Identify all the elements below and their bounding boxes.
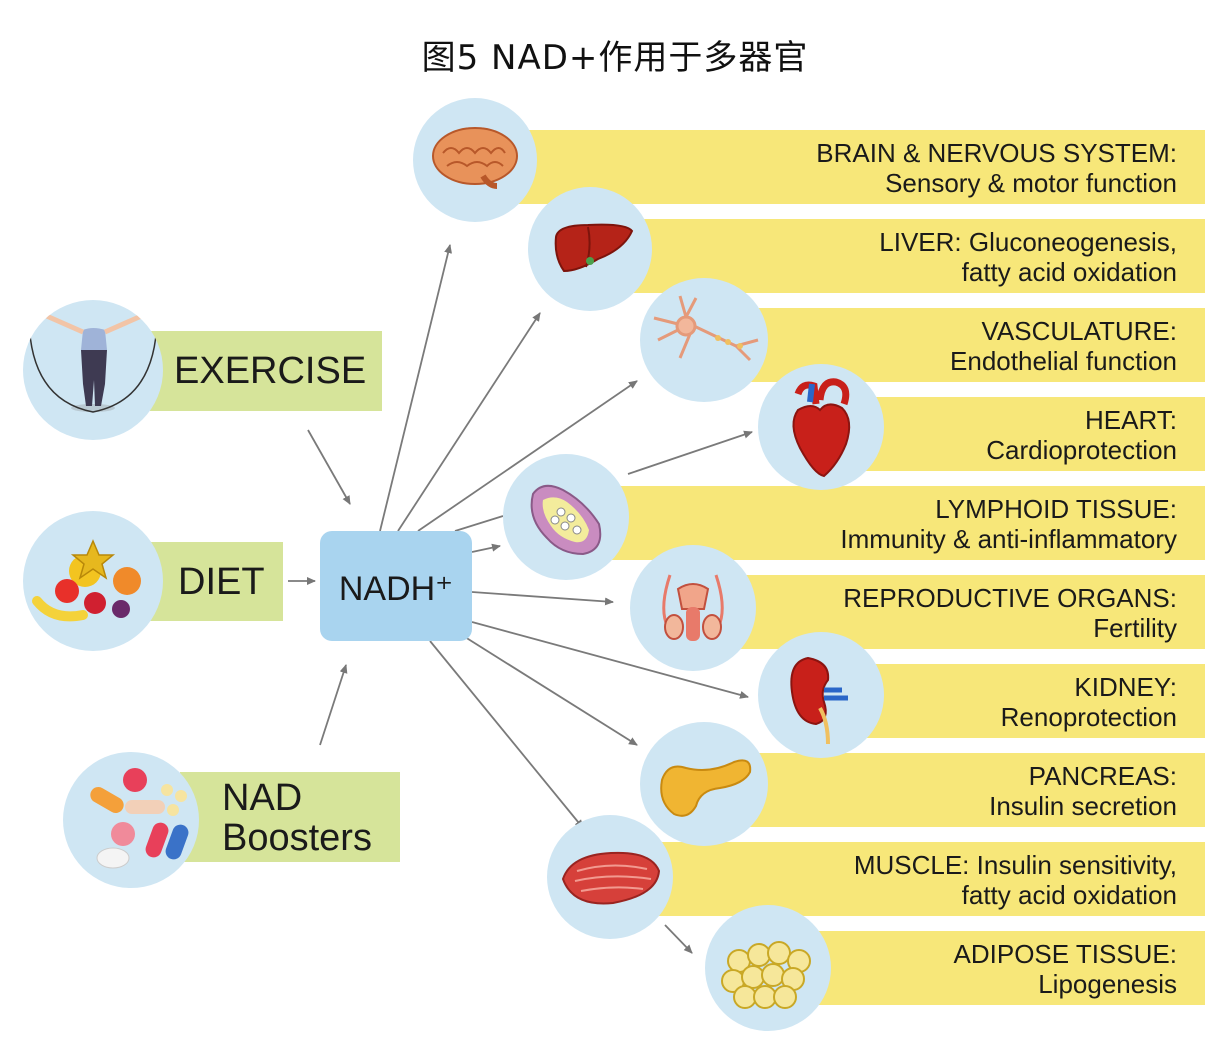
- organ-band-brain: BRAIN & NERVOUS SYSTEM:Sensory & motor f…: [475, 130, 1205, 204]
- arrow-vasculature: [417, 380, 638, 532]
- liver-icon: [528, 187, 652, 311]
- organ-desc: Sensory & motor function: [885, 168, 1177, 198]
- arrow-lymphoid: [471, 543, 501, 553]
- organ-title: MUSCLE: Insulin sensitivity,: [853, 850, 1177, 880]
- organ-title: BRAIN & NERVOUS SYSTEM:: [816, 138, 1177, 168]
- muscle-icon: [547, 815, 673, 939]
- organ-desc: Endothelial function: [950, 346, 1177, 376]
- organ-band-vasculature: VASCULATURE:Endothelial function: [705, 308, 1205, 382]
- organ-desc: Lipogenesis: [1038, 969, 1177, 999]
- organ-band-kidney: KIDNEY:Renoprotection: [822, 664, 1205, 738]
- lymph-node-icon: [503, 454, 629, 580]
- organ-band-adipose: ADIPOSE TISSUE:Lipogenesis: [770, 931, 1205, 1005]
- pancreas-icon: [640, 722, 768, 846]
- organ-band-muscle: MUSCLE: Insulin sensitivity,fatty acid o…: [612, 842, 1205, 916]
- source-band-nad-boosters: NAD Boosters: [180, 772, 400, 862]
- nadh-label: NADH⁺: [338, 570, 454, 608]
- organ-desc: Insulin secretion: [989, 791, 1177, 821]
- reproductive-organs-icon: [630, 545, 756, 671]
- woman-jump-rope-icon: [23, 300, 163, 440]
- arrow-adipose: [664, 924, 693, 954]
- organ-title: LIVER: Gluconeogenesis,: [879, 227, 1177, 257]
- source-label-diet: DIET: [178, 561, 265, 603]
- organ-title: PANCREAS:: [1028, 761, 1177, 791]
- organ-title: REPRODUCTIVE ORGANS:: [843, 583, 1177, 613]
- organ-desc: Immunity & anti-inflammatory: [840, 524, 1177, 554]
- arrow-heart-b: [627, 430, 753, 475]
- figure-title: 图5 NAD+作用于多器官: [421, 38, 809, 78]
- neuron-icon: [640, 278, 768, 402]
- source-band-diet: DIET: [150, 542, 283, 621]
- organ-title: KIDNEY:: [1074, 672, 1177, 702]
- nadh-center-box: NADH⁺: [320, 531, 472, 641]
- organ-desc: Fertility: [1093, 613, 1177, 643]
- heart-icon: [758, 364, 884, 490]
- arrow-pancreas: [464, 636, 638, 746]
- organ-title: LYMPHOID TISSUE:: [935, 494, 1177, 524]
- organ-desc: Cardioprotection: [986, 435, 1177, 465]
- organ-band-reproductive: REPRODUCTIVE ORGANS:Fertility: [690, 575, 1205, 649]
- organ-desc: fatty acid oxidation: [961, 880, 1177, 910]
- arrow-exercise: [307, 429, 351, 505]
- arrow-reproductive: [471, 591, 614, 606]
- organ-title: HEART:: [1085, 405, 1177, 435]
- source-label-exercise: EXERCISE: [174, 350, 367, 392]
- organ-title: ADIPOSE TISSUE:: [953, 939, 1177, 969]
- organ-desc: fatty acid oxidation: [961, 257, 1177, 287]
- arrow-liver: [397, 312, 541, 532]
- arrow-boosters: [319, 664, 348, 746]
- fruit-icon: [23, 511, 163, 651]
- arrow-muscle: [429, 640, 584, 829]
- organ-desc: Renoprotection: [1000, 702, 1177, 732]
- organ-band-heart: HEART:Cardioprotection: [822, 397, 1205, 471]
- kidney-icon: [758, 632, 884, 758]
- arrow-brain: [379, 244, 452, 532]
- source-band-exercise: EXERCISE: [150, 331, 382, 411]
- arrow-kidney: [471, 621, 749, 699]
- brain-icon: [413, 98, 537, 222]
- pills-icon: [63, 752, 199, 888]
- adipose-tissue-icon: [705, 905, 831, 1031]
- organ-title: VASCULATURE:: [981, 316, 1177, 346]
- arrow-heart-a: [454, 515, 504, 532]
- source-label-nad-boosters: NAD Boosters: [222, 777, 372, 859]
- organ-band-pancreas: PANCREAS:Insulin secretion: [705, 753, 1205, 827]
